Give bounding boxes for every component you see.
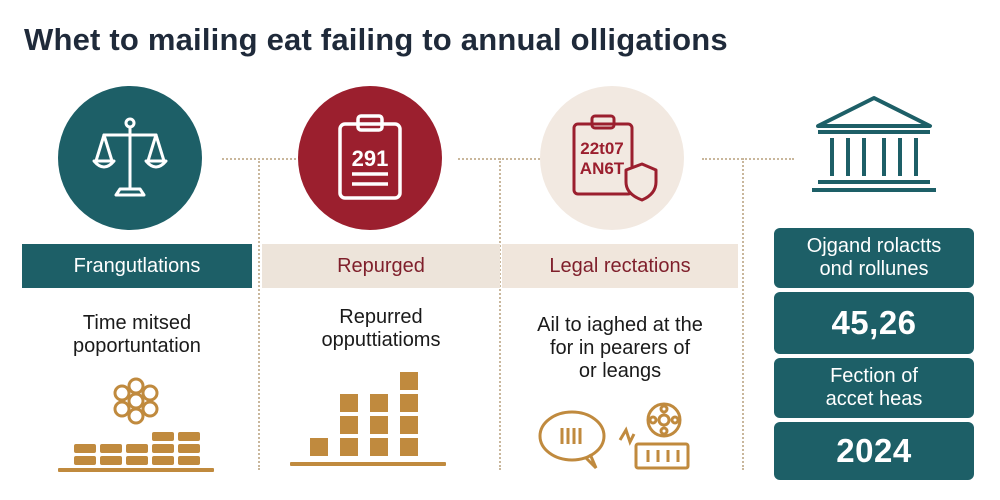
calendar-text: 22t07 [580,139,623,158]
calendar-circle: 22t07 AN6T [540,86,684,230]
film-reel-icon [618,402,690,470]
column-2-description: Repurred opputtiatioms [262,306,500,352]
description-line: or leangs [578,360,662,382]
flower-icon [113,377,159,425]
scales-icon [92,117,168,197]
clipboard-icon: 291 [338,114,402,200]
description-line: for in pearers of [549,337,691,359]
column-3-description: Ail to iaghed at the for in pearers of o… [502,314,738,383]
dotted-divider [702,158,794,160]
panel-text-line: Fection of [830,365,918,387]
column-2-label: Repurged [337,254,425,277]
description-line: poportuntation [73,335,201,357]
description-line: Ail to iaghed at the [537,314,703,336]
courthouse-icon [812,96,936,192]
column-3-label: Legal rectations [549,254,691,277]
speech-bubble-icon [538,410,606,470]
coin-stacks-icon [58,432,214,472]
dotted-divider [499,158,501,470]
panel-text-line: accet heas [825,388,923,410]
clipboard-number: 291 [352,146,389,171]
panel-header-line: Ojgand rolactts [806,235,942,257]
column-1-label: Frangutlations [73,254,201,277]
label-band-1: Frangutlations [22,244,252,288]
description-line: Time mitsed [82,312,192,334]
description-line: Repurred [339,306,423,328]
label-band-3: Legal rectations [502,244,738,288]
description-line: opputtiatioms [321,329,441,351]
panel-header: Ojgand rolactts ond rollunes [774,228,974,288]
dotted-divider [742,158,744,470]
clipboard-circle: 291 [298,86,442,230]
panel-stat-2: 2024 [774,422,974,480]
bar-chart-icon [290,372,446,466]
calendar-text: AN6T [580,159,625,178]
stat-number-2: 2024 [836,432,912,469]
dotted-divider [258,158,260,470]
scales-circle [58,86,202,230]
stat-number-1: 45,26 [831,304,917,341]
calendar-shield-icon: 22t07 AN6T [572,114,658,202]
panel-header-line: ond rollunes [819,258,929,280]
column-1-description: Time mitsed poportuntation [22,312,252,358]
panel-stat-1: 45,26 [774,292,974,354]
label-band-2: Repurged [262,244,500,288]
page-title: Whet to mailing eat failing to annual ol… [24,22,728,57]
panel-text-2: Fection of accet heas [774,358,974,418]
